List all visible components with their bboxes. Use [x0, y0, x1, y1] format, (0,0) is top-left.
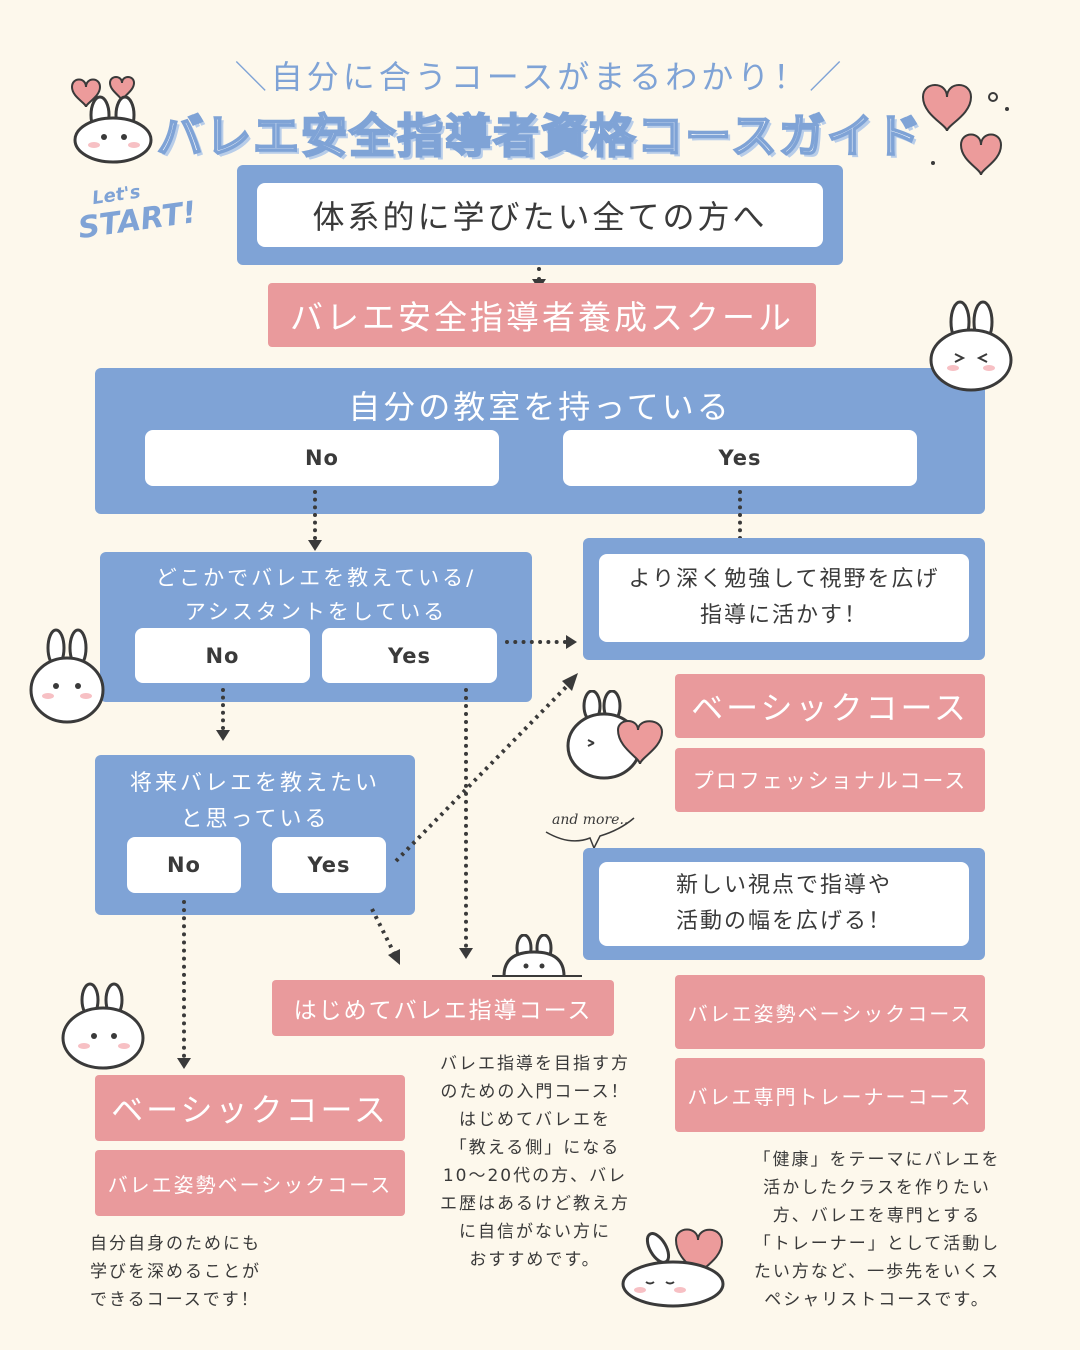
self-note-line: 自分自身のためにも — [90, 1234, 261, 1254]
connector — [505, 640, 567, 644]
bunny-icon — [73, 95, 153, 164]
intro-note-line: に自信がない方に — [459, 1222, 611, 1242]
lets-start-badge: Let's START! — [73, 174, 203, 270]
question-teaching-line1: どこかでバレエを教えている/ — [155, 566, 477, 590]
heart-icon — [921, 84, 1009, 176]
connector — [537, 267, 541, 281]
q2-yes-button[interactable]: Yes — [322, 628, 497, 683]
intro-note-line: 10〜20代の方、バレ — [442, 1166, 628, 1186]
intro-note-line: エ歴はあるけど教え方 — [440, 1194, 630, 1214]
connector — [313, 490, 317, 540]
start-label: 体系的に学びたい全ての方へ — [257, 183, 823, 247]
course-basic[interactable]: ベーシックコース — [675, 674, 985, 738]
q3-yes-button[interactable]: Yes — [272, 837, 386, 893]
deep-line2: 指導に活かす！ — [699, 603, 868, 628]
q2-no-button[interactable]: No — [135, 628, 310, 683]
bracket-icon — [545, 817, 635, 850]
bunny-heart-icon — [566, 690, 664, 780]
header-subtitle: ＼自分に合うコースがまるわかり！／ — [234, 58, 846, 96]
intro-note-line: おすすめです。 — [469, 1250, 601, 1270]
newview-line2: 活動の幅を広げる！ — [675, 909, 892, 934]
intro-note-line: 「教える側」になる — [449, 1138, 621, 1158]
arrow-icon — [459, 948, 473, 959]
intro-note-line: のための入門コース！ — [440, 1082, 630, 1102]
outcome-deep-study: より深く勉強して視野を広げ 指導に活かす！ — [583, 538, 985, 660]
question-teaching-line2: アシスタントをしている — [184, 600, 448, 624]
connector — [370, 908, 400, 965]
arrow-icon — [216, 730, 230, 741]
q1-yes-button[interactable]: Yes — [563, 430, 917, 486]
connector — [394, 673, 578, 863]
arrow-icon — [566, 635, 577, 649]
intro-note-line: バレエ指導を目指す方 — [440, 1054, 630, 1074]
newview-note-line: 方、バレエを専門とする — [772, 1206, 982, 1226]
newview-note-line: 「トレーナー」として活動し — [753, 1234, 1001, 1254]
bunny-icon — [929, 300, 1013, 392]
course-intro[interactable]: はじめてバレエ指導コース — [272, 980, 614, 1036]
connector — [738, 490, 742, 540]
course-professional[interactable]: プロフェッショナルコース — [675, 748, 985, 812]
course-trainer[interactable]: バレエ専門トレーナーコース — [675, 1058, 985, 1132]
question-own-studio-text: 自分の教室を持っている — [348, 388, 732, 426]
connector — [221, 688, 225, 730]
arrow-icon — [308, 540, 322, 551]
outcome-new-view-text: 新しい視点で指導や 活動の幅を広げる！ — [599, 862, 969, 946]
newview-note-line: 「健康」をテーマにバレエを — [753, 1150, 1001, 1170]
self-note-line: できるコースです！ — [90, 1290, 260, 1310]
bunny-peek-icon — [492, 934, 582, 977]
question-future-line1: 将来バレエを教えたい — [129, 771, 380, 796]
outcome-new-view: 新しい視点で指導や 活動の幅を広げる！ — [583, 848, 985, 960]
intro-note-line: はじめてバレエを — [459, 1110, 611, 1130]
newview-line1: 新しい視点で指導や — [675, 873, 892, 898]
question-teaching: どこかでバレエを教えている/ アシスタントをしている No Yes — [100, 552, 532, 702]
and-more-label: and more.. — [552, 812, 629, 828]
newview-note-line: 活かしたクラスを作りたい — [763, 1178, 991, 1198]
question-future-line2: と思っている — [180, 807, 330, 832]
page-title: バレエ安全指導者資格コースガイド — [156, 108, 923, 164]
deep-line1: より深く勉強して視野を広げ — [628, 567, 940, 592]
question-own-studio: 自分の教室を持っている No Yes — [95, 368, 985, 514]
self-note: 自分自身のためにも 学びを深めることが できるコースです！ — [90, 1230, 350, 1314]
outcome-deep-study-text: より深く勉強して視野を広げ 指導に活かす！ — [599, 554, 969, 642]
start-box: 体系的に学びたい全ての方へ — [237, 165, 843, 265]
newview-note: 「健康」をテーマにバレエを 活かしたクラスを作りたい 方、バレエを専門とする 「… — [742, 1146, 1012, 1314]
question-future-teacher: 将来バレエを教えたい と思っている No Yes — [95, 755, 415, 915]
course-basic-self[interactable]: ベーシックコース — [95, 1075, 405, 1141]
bunny-icon — [61, 982, 145, 1070]
newview-note-line: ペシャリストコースです。 — [764, 1290, 990, 1310]
course-posture-basic[interactable]: バレエ姿勢ベーシックコース — [675, 975, 985, 1049]
intro-note: バレエ指導を目指す方 のための入門コース！ はじめてバレエを 「教える側」になる… — [420, 1050, 650, 1274]
newview-note-line: たい方など、一歩先をいくス — [753, 1262, 1001, 1282]
q3-no-button[interactable]: No — [127, 837, 241, 893]
connector — [464, 688, 468, 948]
school-banner: バレエ安全指導者養成スクール — [268, 283, 816, 347]
bunny-icon — [29, 628, 105, 724]
heart-icon — [70, 76, 136, 108]
self-note-line: 学びを深めることが — [90, 1262, 261, 1282]
bunny-sleeping-icon — [621, 1228, 725, 1308]
course-posture-basic-self[interactable]: バレエ姿勢ベーシックコース — [95, 1150, 405, 1216]
q1-no-button[interactable]: No — [145, 430, 499, 486]
connector — [182, 900, 186, 1058]
arrow-icon — [177, 1058, 191, 1069]
